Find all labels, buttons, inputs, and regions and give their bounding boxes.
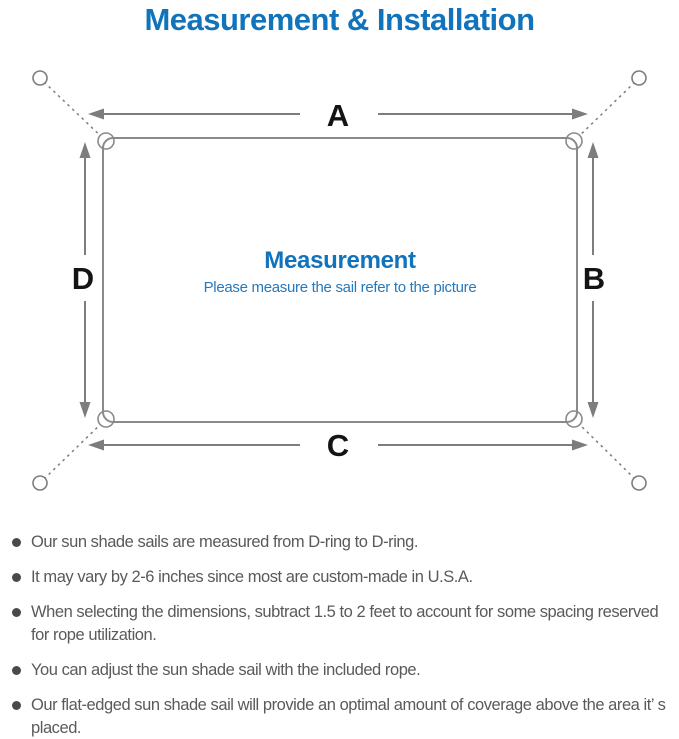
bullet-icon bbox=[12, 538, 21, 547]
bullet-icon bbox=[12, 573, 21, 582]
notes-list: Our sun shade sails are measured from D-… bbox=[11, 531, 675, 739]
dimension-label-b: B bbox=[583, 261, 605, 296]
anchor-point-icon-bottom-left bbox=[32, 475, 48, 491]
tension-line-bottom-right bbox=[573, 418, 636, 480]
note-item: It may vary by 2-6 inches since most are… bbox=[11, 566, 675, 589]
anchor-point-icon-top-right bbox=[631, 70, 647, 86]
page-title: Measurement & Installation bbox=[144, 2, 535, 37]
note-text: Our sun shade sails are measured from D-… bbox=[31, 533, 418, 551]
diagram-center-title: Measurement bbox=[264, 247, 416, 274]
dimension-arrow-c bbox=[88, 439, 588, 451]
bullet-icon bbox=[12, 608, 21, 617]
note-text: When selecting the dimensions, subtract … bbox=[31, 603, 659, 644]
note-text: It may vary by 2-6 inches since most are… bbox=[31, 568, 473, 586]
anchor-point-icon-bottom-right bbox=[631, 475, 647, 491]
measurement-diagram: A B C D Measurement Please measure the s… bbox=[32, 70, 647, 491]
note-item: Our sun shade sails are measured from D-… bbox=[11, 531, 675, 554]
note-text: Our flat-edged sun shade sail will provi… bbox=[31, 696, 666, 737]
tension-line-top-left bbox=[43, 81, 107, 142]
bullet-icon bbox=[12, 701, 21, 710]
dimension-label-c: C bbox=[327, 428, 349, 463]
dimension-arrow-a bbox=[88, 108, 588, 120]
anchor-point-icon-top-left bbox=[32, 70, 48, 86]
note-text: You can adjust the sun shade sail with t… bbox=[31, 661, 421, 679]
diagram-center-subtitle: Please measure the sail refer to the pic… bbox=[204, 279, 477, 296]
sail-outline bbox=[102, 137, 578, 423]
note-item: You can adjust the sun shade sail with t… bbox=[11, 659, 675, 682]
bullet-icon bbox=[12, 666, 21, 675]
tension-line-top-right bbox=[573, 81, 636, 142]
tension-line-bottom-left bbox=[43, 418, 107, 480]
dimension-arrow-d bbox=[79, 142, 91, 418]
note-item: Our flat-edged sun shade sail will provi… bbox=[11, 694, 675, 739]
note-item: When selecting the dimensions, subtract … bbox=[11, 601, 675, 647]
dimension-label-d: D bbox=[72, 261, 94, 296]
dimension-arrow-b bbox=[587, 142, 599, 418]
dimension-label-a: A bbox=[327, 98, 349, 133]
